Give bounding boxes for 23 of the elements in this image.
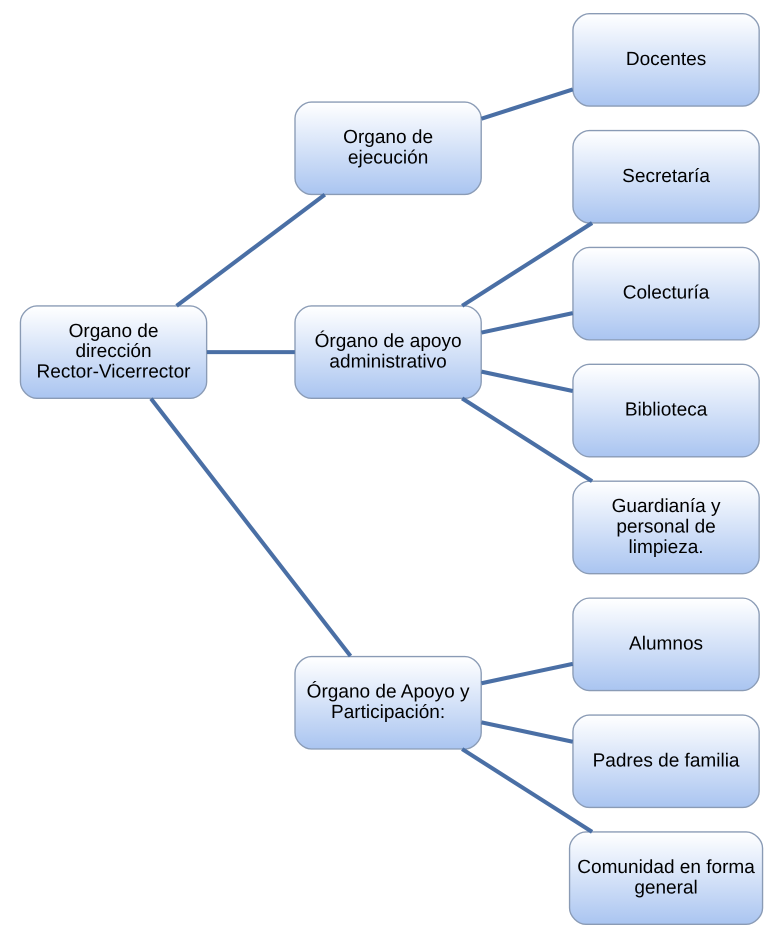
connector [480, 720, 573, 744]
node-box: Guardianía y personal de limpieza. [572, 480, 760, 574]
node-box: Secretaría [572, 130, 760, 224]
connector [480, 87, 573, 121]
connector [206, 350, 294, 354]
node-box: Organo de ejecución [294, 101, 482, 196]
connector [480, 662, 573, 686]
node-box: Órgano de Apoyo y Participación: [294, 656, 482, 750]
node-box: Alumnos [572, 597, 760, 692]
node-box: Docentes [572, 12, 760, 107]
connector [148, 397, 352, 658]
connector [460, 396, 593, 483]
node-box: Colecturía [572, 246, 760, 341]
node-box: Comunidad en forma general [568, 831, 763, 926]
connector [174, 193, 326, 308]
connector [480, 370, 573, 394]
connector [480, 311, 573, 335]
node-box: Biblioteca [572, 364, 760, 458]
connector [460, 221, 593, 308]
node-box: Organo de dirección Rector-Vicerrector [19, 305, 207, 399]
connector [460, 747, 593, 834]
node-box: Padres de familia [572, 714, 760, 808]
node-box: Órgano de apoyo administrativo [294, 305, 482, 399]
